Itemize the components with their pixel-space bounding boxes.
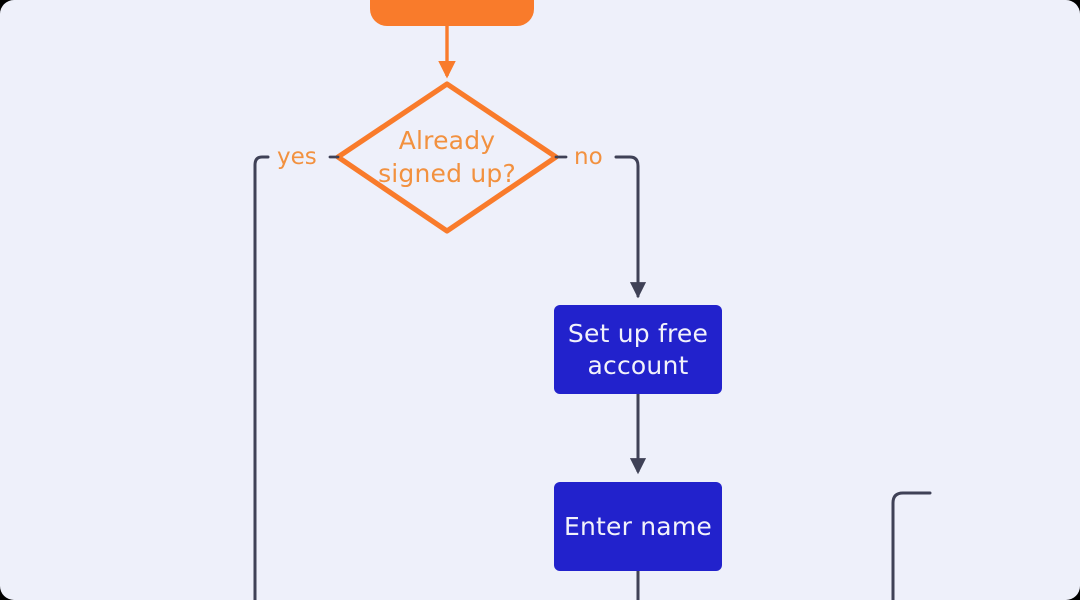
node-decision-shape[interactable]	[335, 81, 559, 234]
node-setup-account-shape[interactable]	[554, 305, 722, 394]
edge-yes-line	[253, 155, 270, 600]
node-start-shape[interactable]	[370, 0, 534, 26]
node-enter-name-shape[interactable]	[554, 482, 722, 571]
edge-no-to-setup	[614, 155, 647, 299]
edge-right-partial	[891, 491, 932, 600]
